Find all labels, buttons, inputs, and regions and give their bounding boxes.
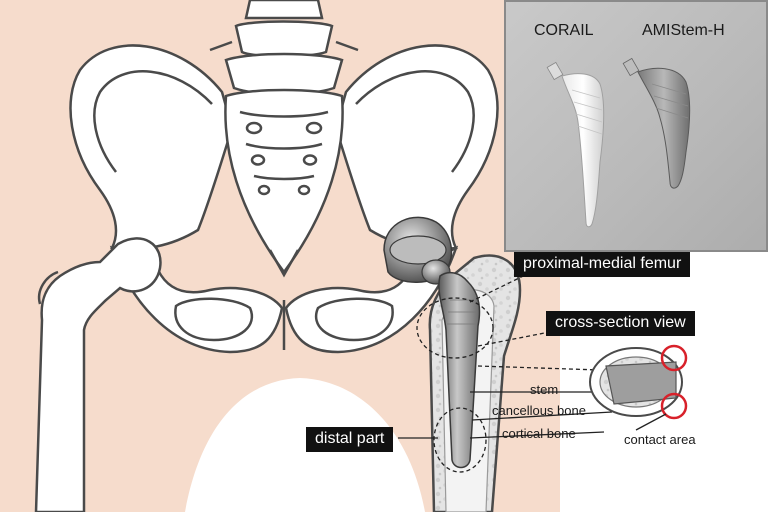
leader-lines (398, 261, 613, 439)
implant-photos (546, 57, 691, 228)
callout-cross-section-view: cross-section view (546, 311, 695, 336)
contact-circle-lower (660, 392, 688, 420)
callout-proximal-medial-femur: proximal-medial femur (514, 252, 691, 277)
label-cortical-bone: cortical bone (502, 426, 576, 441)
implant-label-corail: CORAIL (534, 22, 594, 39)
left-femur (34, 237, 162, 512)
label-stem: stem (530, 382, 559, 397)
acetabular-cup-and-femoral-head (383, 216, 453, 285)
corail-stem (546, 61, 605, 228)
implant-comparison-inset: CORAIL AMIStem-H (504, 0, 768, 252)
amistem-stem (622, 57, 691, 189)
label-contact-area: contact area (624, 432, 696, 447)
callout-distal-part: distal part (306, 427, 394, 452)
implant-label-amistem: AMIStem-H (642, 22, 725, 39)
contact-circle-upper (660, 344, 688, 372)
region-outlines (416, 297, 494, 473)
lumbar-vertebrae (209, 0, 359, 96)
label-cancellous-bone: cancellous bone (492, 403, 586, 418)
cross-section-detail (589, 344, 688, 431)
